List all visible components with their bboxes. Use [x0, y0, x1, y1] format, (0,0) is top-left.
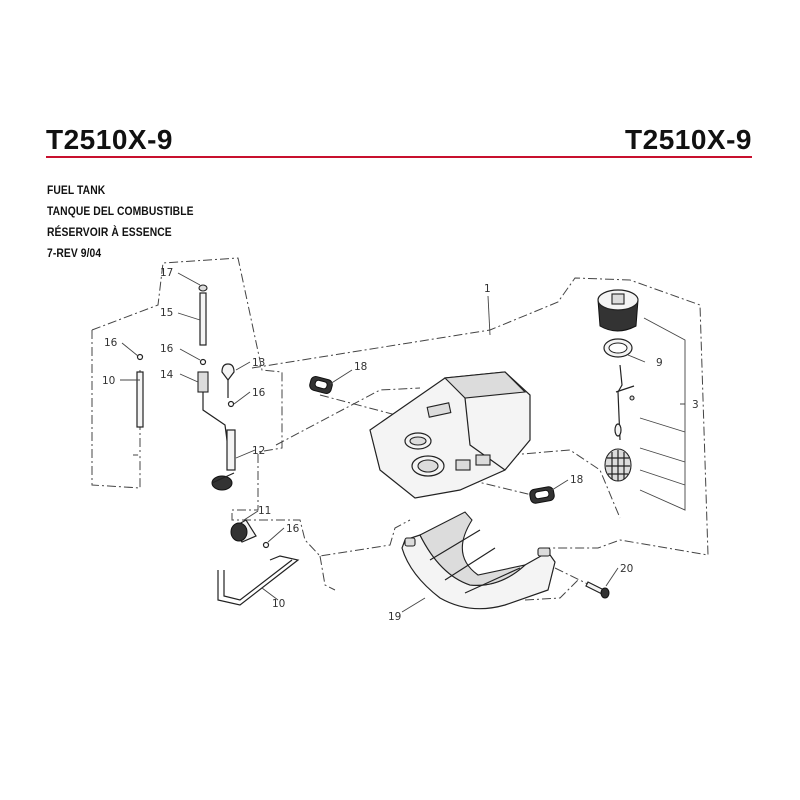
callout-10-left: 10	[102, 375, 115, 387]
callout-16-center: 16	[160, 343, 174, 355]
revision-label: 7-REV 9/04	[47, 246, 102, 260]
model-number-right: T2510X-9	[625, 124, 752, 155]
title-french: RÉSERVOIR À ESSENCE	[47, 225, 172, 239]
callout-3: 3	[692, 399, 699, 411]
callout-1: 1	[484, 283, 491, 295]
tank-bracket	[401, 511, 556, 610]
section-titles: FUEL TANK TANQUE DEL COMBUSTIBLE RÉSERVO…	[47, 180, 217, 264]
model-number-left: T2510X-9	[46, 124, 173, 155]
callout-20: 20	[620, 563, 633, 575]
phantom-line-tank-left	[275, 387, 421, 446]
callout-18-upper: 18	[354, 361, 367, 373]
callout-15: 15	[160, 307, 173, 319]
fuel-line-assembly	[136, 284, 236, 491]
callout-16-lower: 16	[286, 523, 300, 535]
callout-18-lower: 18	[570, 474, 583, 486]
grommet-upper	[309, 376, 333, 394]
header-divider	[46, 156, 752, 158]
callout-12: 12	[252, 445, 265, 457]
callout-17: 17	[160, 267, 173, 279]
phantom-line-grommet-lower	[469, 479, 541, 498]
callout-leader-lines	[120, 272, 686, 613]
fuel-cap-assembly	[597, 289, 639, 482]
callout-14: 14	[160, 369, 174, 381]
callout-10-lower: 10	[272, 598, 285, 610]
callout-13: 13	[252, 357, 265, 369]
callout-9: 9	[656, 357, 663, 369]
phantom-line-tank-right	[509, 449, 621, 519]
callout-16-left: 16	[104, 337, 118, 349]
callout-11: 11	[258, 505, 271, 517]
assembly-boundary-outline	[91, 257, 709, 601]
screw	[585, 581, 610, 599]
title-spanish: TANQUE DEL COMBUSTIBLE	[47, 204, 194, 218]
title-english: FUEL TANK	[47, 183, 106, 197]
fuel-tank	[369, 371, 531, 499]
fuel-filter-and-hose	[217, 519, 300, 606]
grommet-lower	[529, 486, 555, 504]
callout-16-right: 16	[252, 387, 266, 399]
callout-19: 19	[388, 611, 401, 623]
